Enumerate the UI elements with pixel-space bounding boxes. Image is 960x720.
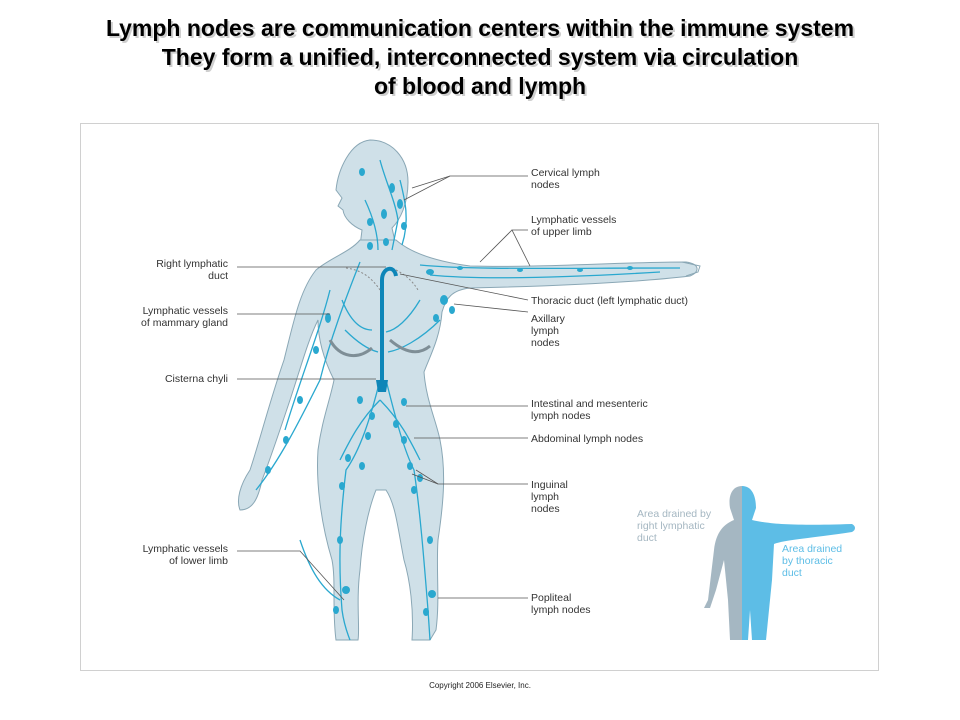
label-cervical-nodes: Cervical lymph nodes	[531, 167, 600, 191]
copyright-notice: Copyright 2006 Elsevier, Inc.	[429, 681, 531, 690]
lymphatic-vessels	[255, 159, 681, 641]
label-lower-limb-vessels: Lymphatic vessels of lower limb	[142, 543, 228, 567]
legend-right-duct-area: Area drained by right lymphatic duct	[637, 508, 712, 544]
clavicle-dashed	[345, 267, 419, 291]
label-inguinal-nodes: Inguinal lymph nodes	[531, 479, 568, 515]
label-axillary-nodes: Axillary lymph nodes	[531, 313, 565, 349]
title-line-2: They form a unified, interconnected syst…	[161, 44, 799, 70]
head-shape	[335, 139, 409, 247]
breast-outline-left	[328, 339, 373, 357]
thoracic-duct	[380, 266, 398, 388]
label-cisterna-chyli: Cisterna chyli	[164, 373, 228, 385]
title-line-1: Lymph nodes are communication centers wi…	[105, 15, 855, 41]
label-abdominal-nodes: Abdominal lymph nodes	[531, 433, 644, 445]
label-upper-limb-vessels: Lymphatic vessels of upper limb	[531, 214, 617, 238]
label-thoracic-duct: Thoracic duct (left lymphatic duct)	[531, 295, 688, 307]
right-duct-area	[704, 486, 742, 640]
page-title: Lymph nodes are communication centers wi…	[0, 14, 960, 101]
cisterna-chyli	[376, 380, 388, 392]
label-right-lymphatic-duct: Right lymphatic duct	[156, 258, 228, 282]
label-intestinal-nodes: Intestinal and mesenteric lymph nodes	[531, 398, 648, 422]
title-line-3: of blood and lymph	[373, 73, 587, 99]
torso-shape	[237, 239, 698, 641]
hand-fingers	[681, 261, 701, 277]
lymph-nodes	[265, 168, 633, 616]
breast-outline-right	[389, 338, 431, 354]
legend-thoracic-duct-area: Area drained by thoracic duct	[782, 543, 843, 579]
label-popliteal-nodes: Popliteal lymph nodes	[531, 592, 591, 616]
body-silhouette	[237, 139, 698, 641]
leader-lines	[237, 175, 531, 601]
label-mammary-vessels: Lymphatic vessels of mammary gland	[141, 305, 228, 329]
thoracic-duct-area	[742, 486, 855, 640]
drainage-legend-figure	[704, 486, 855, 640]
